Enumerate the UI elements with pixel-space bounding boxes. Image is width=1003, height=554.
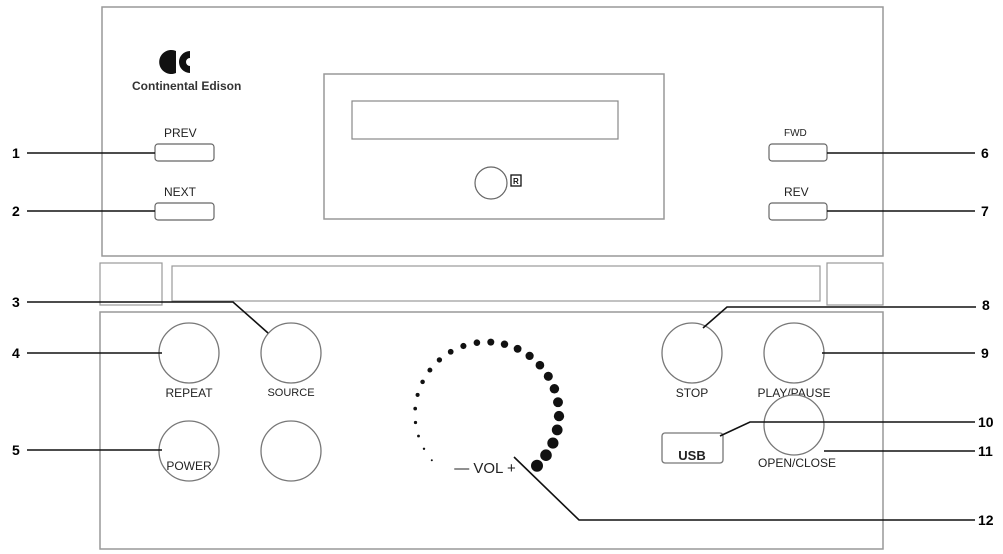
usb-port[interactable]: [661, 432, 724, 464]
prev-button[interactable]: [154, 143, 215, 162]
stop-button[interactable]: [661, 322, 723, 384]
repeat-label: REPEAT: [165, 386, 213, 400]
rev-label: REV: [784, 185, 809, 199]
source-label: SOURCE: [267, 387, 314, 399]
ir-sensor: [474, 166, 508, 200]
lower-panel: [99, 311, 884, 550]
fwd-label: FWD: [784, 128, 807, 139]
callout-1: 1: [12, 145, 20, 161]
disc-slot: [171, 265, 821, 302]
next-label: NEXT: [164, 185, 197, 199]
volume-dot: [413, 420, 418, 425]
usb-label: USB: [678, 448, 705, 463]
power-button[interactable]: [158, 420, 220, 482]
volume-dot: [547, 437, 559, 449]
blank-button[interactable]: [260, 420, 322, 482]
volume-dot: [513, 344, 522, 353]
rev-button[interactable]: [768, 202, 828, 221]
volume-dot: [420, 379, 425, 385]
slot-left-cap: [99, 262, 163, 306]
callout-3: 3: [12, 294, 20, 310]
volume-label: — VOL +: [454, 460, 516, 477]
callout-5: 5: [12, 442, 20, 458]
callout-8: 8: [982, 297, 990, 313]
callout-12: 12: [978, 512, 994, 528]
svg-text:R: R: [513, 177, 519, 186]
volume-dot: [551, 424, 563, 436]
brand-name: Continental Edison: [132, 79, 241, 93]
volume-dot: [422, 447, 426, 451]
volume-dot: [413, 406, 418, 411]
callout-11: 11: [978, 443, 993, 459]
source-button[interactable]: [260, 322, 322, 384]
display-screen: [351, 100, 619, 140]
volume-dot: [430, 459, 433, 462]
volume-dot: [417, 434, 420, 438]
volume-dot: [531, 459, 543, 472]
prev-label: PREV: [164, 126, 197, 140]
stop-label: STOP: [676, 386, 708, 400]
volume-dial[interactable]: [413, 338, 565, 472]
open-close-label: OPEN/CLOSE: [758, 456, 836, 470]
volume-dot: [525, 351, 534, 361]
next-button[interactable]: [154, 202, 215, 221]
volume-dot: [487, 338, 495, 346]
volume-dot: [460, 342, 467, 350]
volume-dot: [549, 384, 560, 394]
ir-icon: R: [510, 174, 522, 187]
volume-dot: [436, 357, 443, 363]
callout-6: 6: [981, 145, 989, 161]
repeat-button[interactable]: [158, 322, 220, 384]
callout-lines: [27, 152, 976, 521]
callout-2: 2: [12, 203, 20, 219]
volume-dot: [543, 371, 553, 381]
callout-10: 10: [978, 414, 994, 430]
play-pause-button[interactable]: [763, 322, 825, 384]
fwd-button[interactable]: [768, 143, 828, 162]
open-close-button[interactable]: [763, 394, 825, 456]
slot-right-cap: [826, 262, 884, 306]
play-pause-label: PLAY/PAUSE: [758, 386, 831, 400]
callout-9: 9: [981, 345, 989, 361]
volume-dot: [553, 397, 563, 408]
ce-logo: [159, 50, 190, 74]
volume-dot: [473, 339, 481, 346]
callout-7: 7: [981, 203, 989, 219]
volume-dot: [540, 449, 552, 461]
callout-4: 4: [12, 345, 20, 361]
volume-dot: [553, 410, 565, 422]
volume-dot: [535, 360, 545, 370]
volume-dot: [447, 348, 454, 355]
volume-dot: [500, 340, 509, 348]
volume-dot: [415, 392, 420, 397]
volume-dot: [427, 367, 433, 373]
power-label: POWER: [166, 459, 212, 473]
